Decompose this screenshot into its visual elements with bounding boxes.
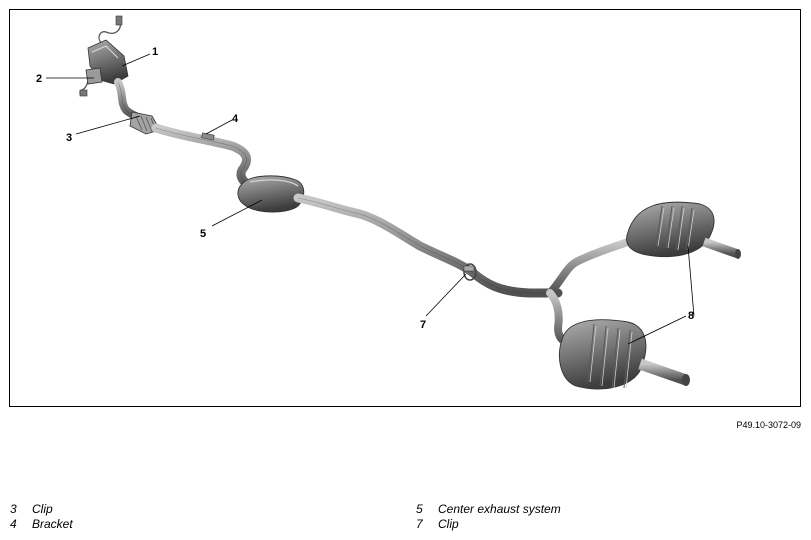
bracket-2 bbox=[85, 67, 103, 85]
y-pipe-upper bbox=[546, 238, 632, 297]
callout-3: 3 bbox=[66, 132, 72, 144]
rear-intermediate-pipe bbox=[293, 193, 563, 298]
legend-number: 3 bbox=[10, 502, 17, 516]
clip-7 bbox=[463, 263, 477, 281]
exhaust-diagram: 1 2 3 4 5 7 8 8 bbox=[36, 15, 741, 390]
callout-7: 7 bbox=[420, 319, 426, 331]
center-silencer-5 bbox=[237, 175, 305, 213]
legend-label: Clip bbox=[438, 517, 459, 531]
rear-silencer-lower bbox=[558, 319, 690, 390]
legend-label: Bracket bbox=[32, 517, 73, 531]
callout-4: 4 bbox=[232, 113, 239, 125]
legend-item: 4 Bracket bbox=[10, 517, 73, 531]
legend-label: Center exhaust system bbox=[438, 502, 561, 516]
legend-item: 7 Clip bbox=[416, 517, 459, 531]
legend-item: 3 Clip bbox=[10, 502, 53, 516]
callout-1: 1 bbox=[152, 46, 158, 58]
legend-number: 7 bbox=[416, 517, 423, 531]
legend-number: 4 bbox=[10, 517, 17, 531]
legend-item: 5 Center exhaust system bbox=[416, 502, 561, 516]
legend-number: 5 bbox=[416, 502, 423, 516]
intermediate-pipe bbox=[151, 123, 263, 193]
rear-silencer-upper bbox=[626, 201, 741, 259]
bracket-4 bbox=[201, 132, 215, 141]
figure-reference-code: P49.10-3072-09 bbox=[736, 420, 801, 430]
legend-label: Clip bbox=[32, 502, 53, 516]
callout-5: 5 bbox=[200, 228, 206, 240]
exhaust-system-illustration: 1 2 3 4 5 7 8 8 bbox=[9, 9, 801, 407]
callout-2: 2 bbox=[36, 73, 42, 85]
leader-lines bbox=[46, 53, 695, 345]
oxygen-sensor-wiring bbox=[79, 15, 123, 97]
callout-8: 8 bbox=[688, 310, 694, 322]
